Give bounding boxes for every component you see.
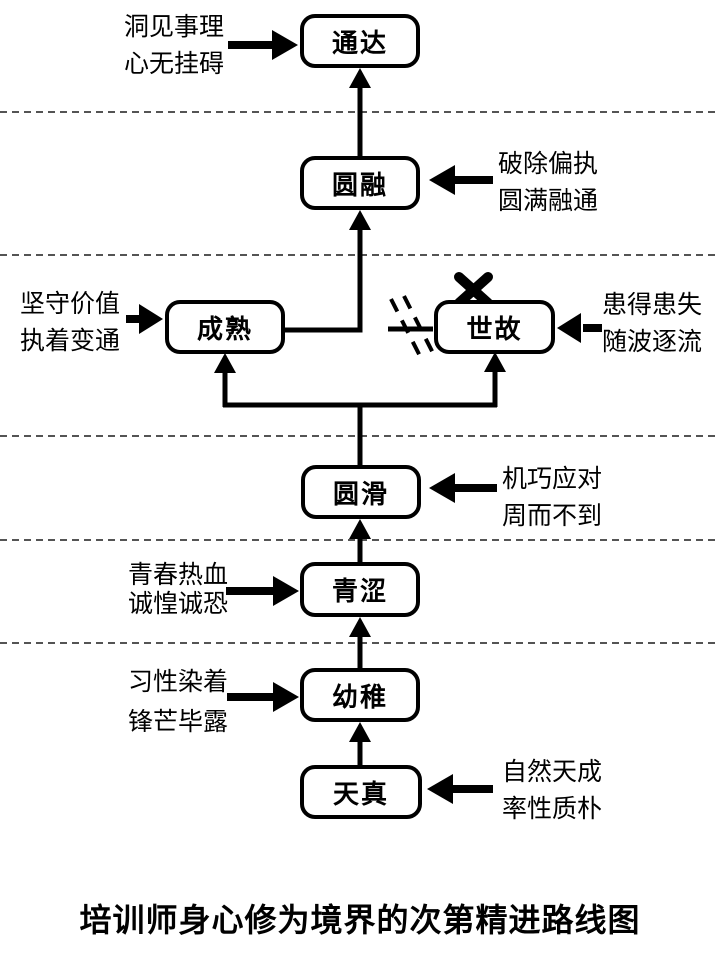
arrow-head	[139, 304, 163, 334]
callout-arrow-tianzhen	[427, 774, 493, 804]
callout-arrow-chengshu	[126, 304, 163, 334]
callout-arrow-yuanrong	[429, 165, 493, 195]
annotation-yuanhua: 机巧应对 周而不到	[502, 461, 602, 535]
callout-arrow-shigu	[557, 313, 602, 343]
annotation-line: 锋芒毕露	[128, 708, 229, 736]
callout-arrow-youzhi	[227, 682, 299, 712]
annotation-line: 周而不到	[502, 502, 603, 530]
arrow-branch-to-shigu	[484, 352, 506, 407]
branch-from-yuanhua	[223, 402, 497, 465]
annotation-line: 诚惶诚恐	[128, 590, 229, 618]
callout-arrow-yuanhua	[429, 473, 497, 503]
arrow-shaft	[285, 226, 363, 333]
annotation-yuanrong: 破除偏执 圆满融通	[498, 146, 598, 220]
annotation-line: 洞见事理	[124, 13, 225, 41]
arrow-youzhi-to-qingse	[349, 617, 371, 668]
annotation-shigu: 患得患失 随波逐流	[602, 287, 702, 361]
arrow-qingse-to-yuanhua	[349, 519, 371, 562]
node-yuanhua: 圆滑	[301, 465, 421, 519]
annotation-line: 自然天成	[502, 758, 603, 786]
rejected-cross-icon	[454, 272, 493, 308]
diagram-title: 培训师身心修为境界的次第精进路线图	[79, 902, 641, 938]
arrow-head	[349, 617, 371, 637]
annotation-line: 破除偏执	[498, 150, 599, 178]
arrow-head	[484, 352, 506, 372]
arrow-head	[427, 774, 453, 804]
annotation-youzhi: 习性染着 锋芒毕露	[128, 662, 228, 742]
annotation-line: 机巧应对	[502, 465, 603, 493]
node-tianzhen: 天真	[300, 765, 422, 819]
node-chengshu: 成熟	[165, 300, 285, 354]
node-yuanrong: 圆融	[300, 156, 420, 210]
arrow-head	[349, 722, 371, 742]
arrow-tianzhen-to-youzhi	[349, 722, 371, 765]
broken-link-shigu	[388, 295, 438, 363]
arrow-branch-to-chengshu	[214, 353, 236, 407]
break-hatch-line	[402, 295, 438, 360]
node-youzhi: 幼稚	[300, 668, 420, 722]
arrow-head	[429, 473, 455, 503]
cross-stroke	[454, 272, 493, 308]
annotation-line: 率性质朴	[502, 795, 603, 823]
annotation-line: 坚守价值	[20, 290, 121, 318]
node-qingse: 青涩	[300, 562, 420, 617]
callout-arrow-tongda	[228, 30, 298, 60]
break-hatch-line	[389, 298, 425, 363]
arrow-head	[273, 576, 299, 606]
annotation-qingse: 青春热血 诚惶诚恐	[128, 561, 228, 619]
arrow-head	[429, 165, 455, 195]
annotation-line: 青春热血	[128, 561, 229, 589]
annotation-tongda: 洞见事理 心无挂碍	[124, 9, 224, 83]
annotation-tianzhen: 自然天成 率性质朴	[502, 754, 602, 828]
node-tongda: 通达	[300, 14, 420, 68]
node-shigu: 世故	[434, 300, 555, 354]
annotation-line: 执着变通	[20, 327, 121, 355]
arrow-head	[557, 313, 581, 343]
arrow-head	[273, 682, 299, 712]
arrow-head	[349, 68, 371, 88]
annotation-line: 心无挂碍	[124, 50, 225, 78]
arrow-head	[349, 519, 371, 539]
annotation-line: 随波逐流	[602, 328, 703, 356]
arrow-head	[349, 210, 371, 230]
arrow-head	[214, 353, 236, 373]
arrow-head	[272, 30, 298, 60]
annotation-line: 习性染着	[128, 668, 229, 696]
annotation-line: 圆满融通	[498, 187, 599, 215]
annotation-line: 患得患失	[602, 291, 703, 319]
callout-arrow-qingse	[226, 576, 299, 606]
arrow-chengshu-to-yuanrong	[285, 210, 371, 333]
annotation-chengshu: 坚守价值 执着变通	[20, 286, 120, 360]
arrow-yuanrong-to-tongda	[349, 68, 371, 156]
